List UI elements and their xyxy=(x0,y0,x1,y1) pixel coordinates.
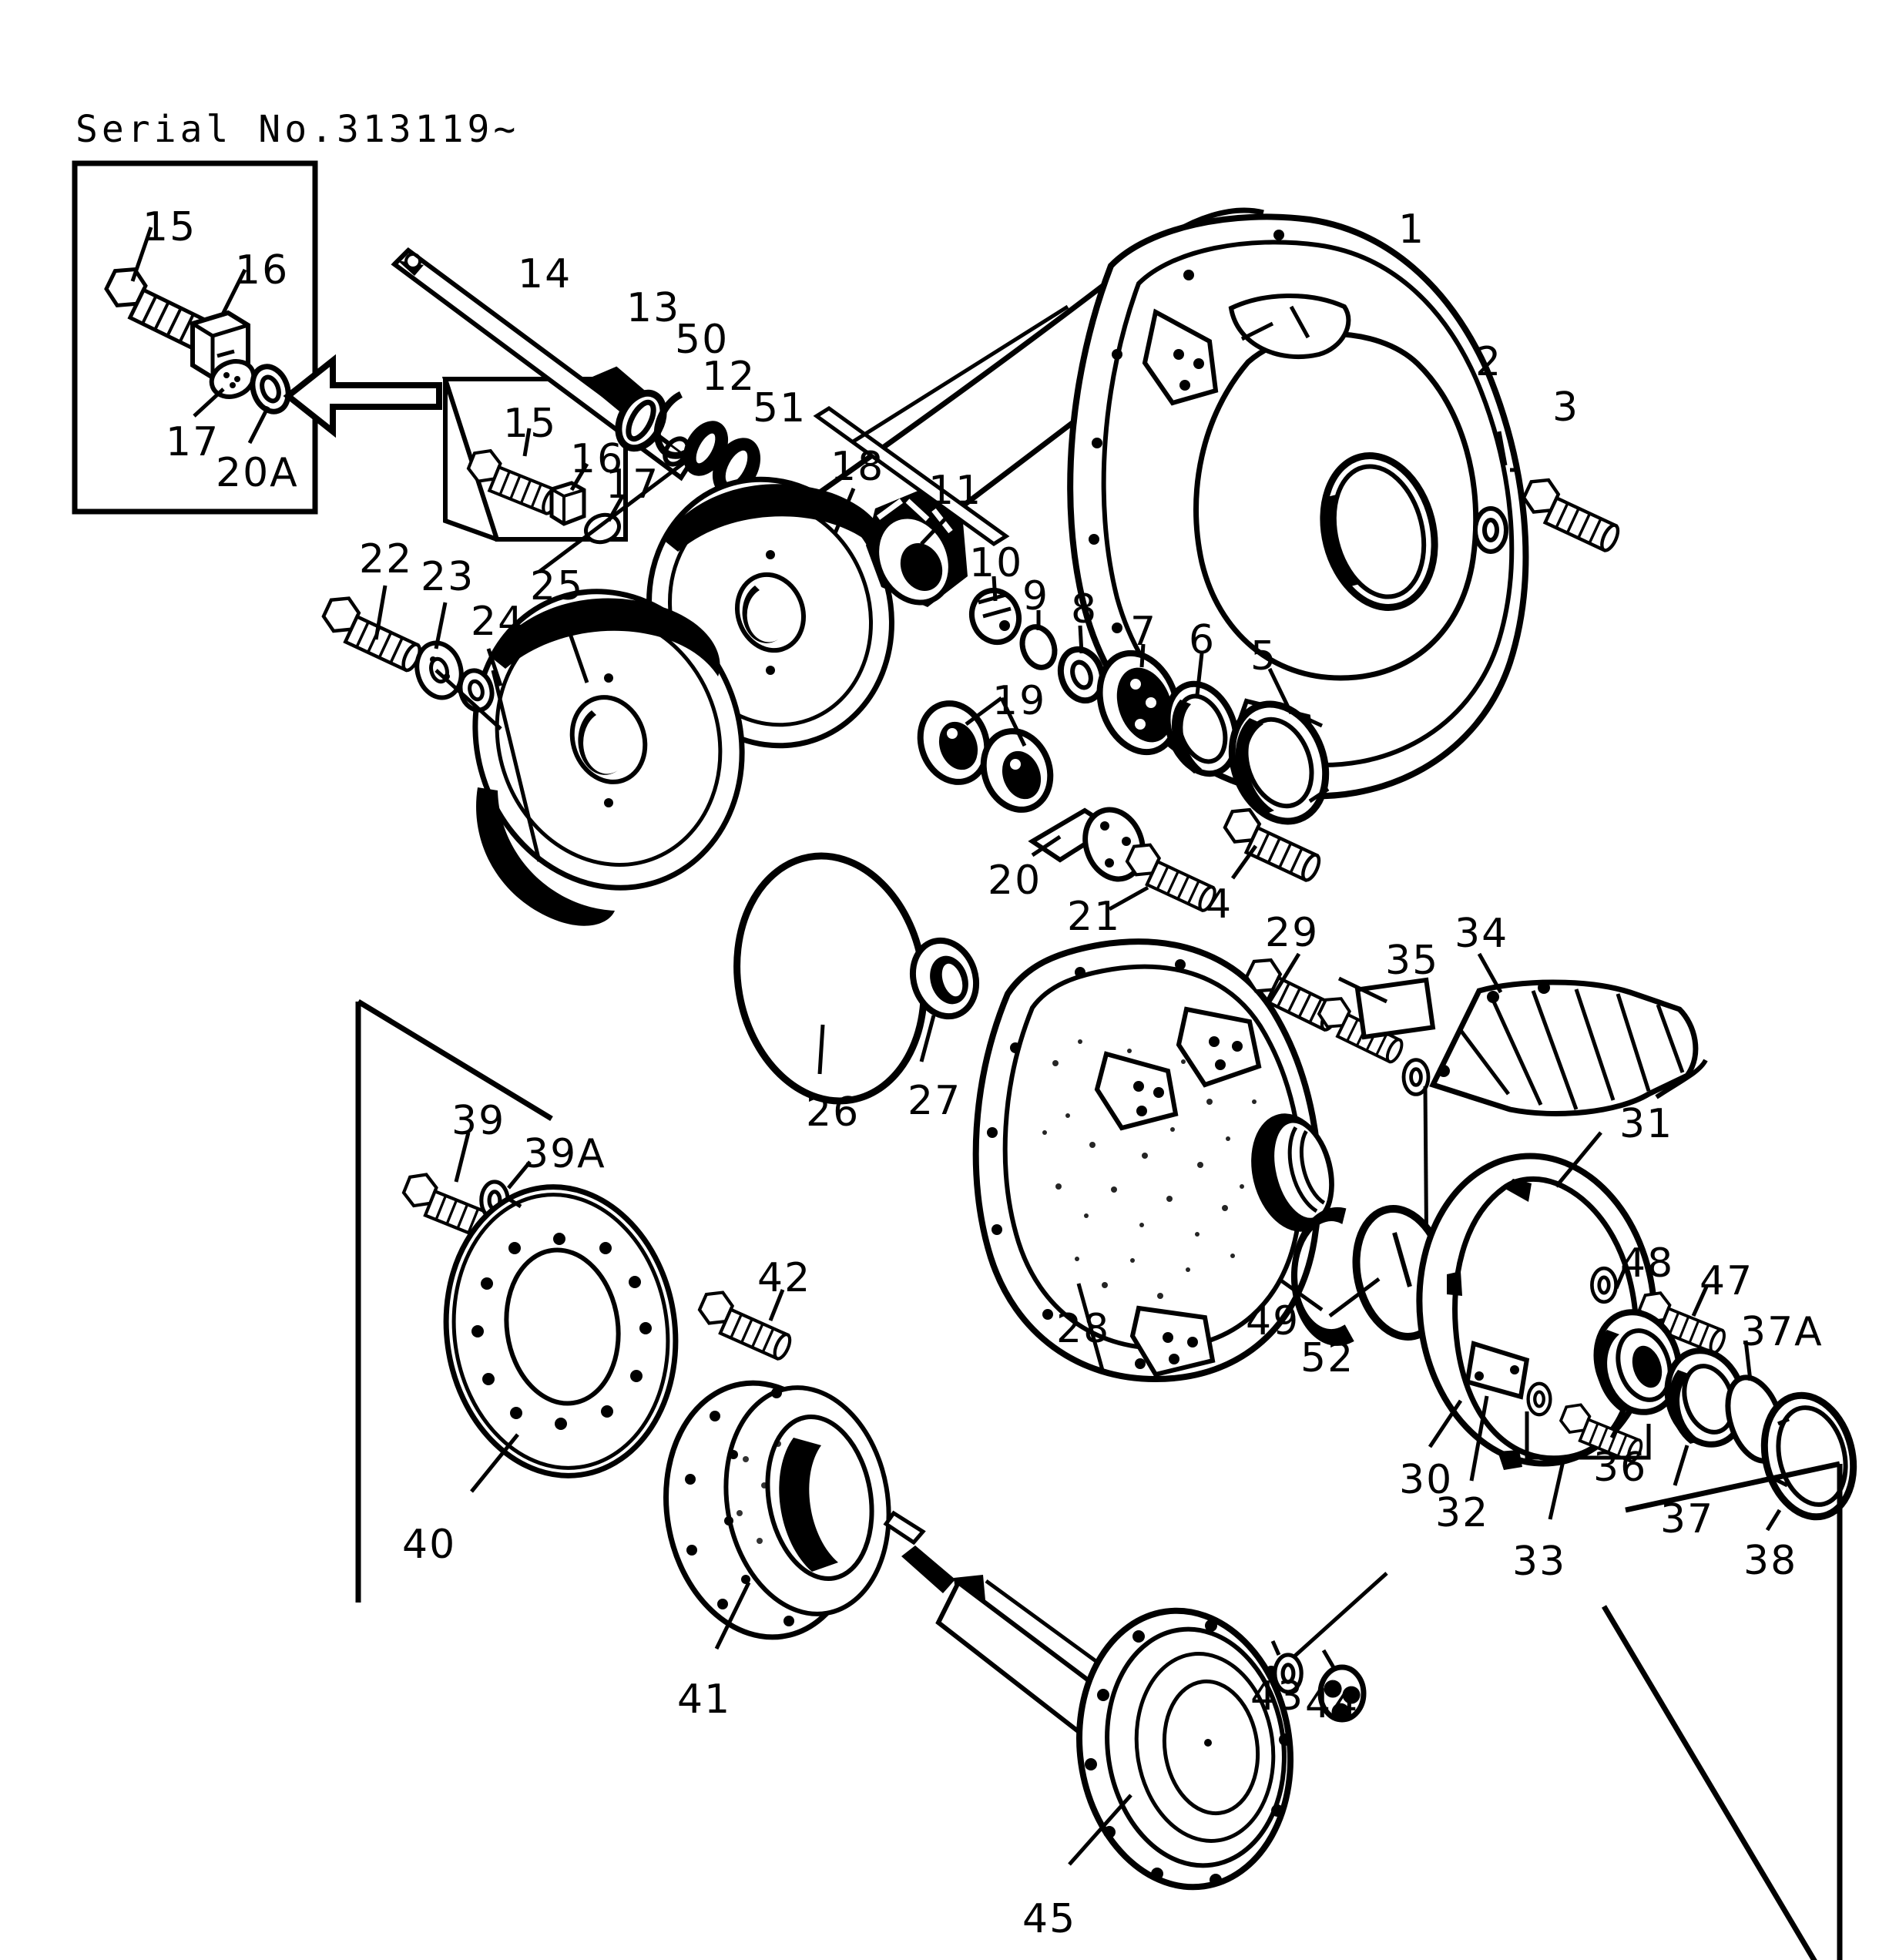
callout-21: 21 xyxy=(1067,894,1122,940)
part-2 xyxy=(1475,508,1506,552)
callout-42: 42 xyxy=(757,1255,812,1301)
part-8 xyxy=(1057,646,1106,704)
callout-32: 32 xyxy=(1435,1490,1490,1536)
callout-4: 4 xyxy=(1206,881,1233,928)
callout-1: 1 xyxy=(1398,206,1426,253)
callout-45: 45 xyxy=(1022,1896,1077,1942)
part-41 xyxy=(663,1380,891,1640)
part-3 xyxy=(1518,474,1627,552)
part-13 xyxy=(615,389,667,452)
callout-23: 23 xyxy=(421,554,475,600)
callout-3: 3 xyxy=(1552,384,1580,431)
callout-30: 30 xyxy=(1399,1457,1454,1503)
gear-25 xyxy=(472,589,745,926)
callout-22: 22 xyxy=(359,536,414,582)
callout-38: 38 xyxy=(1743,1538,1798,1584)
callout-48: 48 xyxy=(1620,1240,1675,1287)
callout-19: 19 xyxy=(992,678,1047,724)
callout-7: 7 xyxy=(1130,609,1158,655)
part-38 xyxy=(1760,1391,1857,1521)
callout-43: 43 xyxy=(1250,1673,1305,1720)
callout-2: 2 xyxy=(1475,339,1503,385)
serial-caption: Serial No.313119~ xyxy=(75,108,520,151)
callout-16: 16 xyxy=(235,247,290,294)
part-34 xyxy=(1429,979,1708,1116)
callout-16: 16 xyxy=(570,436,625,482)
callout-10: 10 xyxy=(969,540,1024,586)
callout-40: 40 xyxy=(402,1522,457,1568)
callout-27: 27 xyxy=(908,1078,962,1124)
part-27 xyxy=(909,937,980,1020)
part-48 xyxy=(1592,1268,1616,1302)
part-37 xyxy=(1664,1348,1747,1448)
callout-26: 26 xyxy=(806,1089,861,1136)
left-arrow xyxy=(283,354,442,438)
part-45 xyxy=(883,1510,1293,1891)
part-6 xyxy=(1164,680,1240,777)
callout-52: 52 xyxy=(1300,1335,1355,1381)
callout-39: 39 xyxy=(451,1098,506,1144)
part-33-washer xyxy=(1528,1384,1551,1415)
callout-44: 44 xyxy=(1305,1681,1360,1727)
callout-12: 12 xyxy=(702,354,757,400)
callout-33: 33 xyxy=(1512,1539,1567,1585)
callout-37: 37 xyxy=(1660,1496,1715,1542)
callout-15: 15 xyxy=(143,204,197,250)
gear-18 xyxy=(646,476,894,749)
part-5 xyxy=(1228,700,1330,825)
callout-15: 15 xyxy=(503,401,558,447)
callout-28: 28 xyxy=(1056,1306,1111,1352)
callout-34: 34 xyxy=(1455,911,1509,957)
callout-5: 5 xyxy=(1250,633,1278,680)
callout-37a: 37A xyxy=(1740,1309,1824,1355)
callout-50: 50 xyxy=(675,317,730,363)
callout-9: 9 xyxy=(1022,573,1050,619)
callout-39a: 39A xyxy=(523,1131,606,1177)
callout-20a: 20A xyxy=(216,450,299,496)
callout-17: 17 xyxy=(606,461,660,508)
callout-11: 11 xyxy=(928,468,983,514)
part-50 xyxy=(653,391,687,459)
part-10 xyxy=(969,587,1022,646)
part-7 xyxy=(1096,649,1181,756)
part-26 xyxy=(733,852,928,1105)
callout-20: 20 xyxy=(988,858,1042,904)
hub-11 xyxy=(866,490,968,607)
part-22 xyxy=(317,592,428,673)
part-36 xyxy=(1593,1309,1683,1415)
axle-housing-1 xyxy=(1067,213,1529,800)
callout-41: 41 xyxy=(677,1676,732,1723)
part-32 xyxy=(1465,1341,1530,1400)
callout-35: 35 xyxy=(1385,938,1440,984)
part-40 xyxy=(443,1184,679,1478)
callout-8: 8 xyxy=(1071,586,1099,633)
part-9 xyxy=(1019,624,1058,670)
callout-29: 29 xyxy=(1265,910,1320,956)
callout-36: 36 xyxy=(1593,1445,1648,1491)
callout-25: 25 xyxy=(530,563,585,609)
callout-18: 18 xyxy=(830,444,885,490)
inset-serial-box xyxy=(72,160,318,515)
callout-13: 13 xyxy=(626,285,681,331)
callout-14: 14 xyxy=(518,251,572,297)
callout-51: 51 xyxy=(753,385,807,431)
callout-31: 31 xyxy=(1619,1101,1674,1147)
callout-47: 47 xyxy=(1699,1258,1754,1304)
part-44 xyxy=(1317,1664,1367,1723)
callout-49: 49 xyxy=(1246,1298,1300,1344)
callout-24: 24 xyxy=(471,599,525,645)
part-28 xyxy=(972,938,1334,1383)
callout-6: 6 xyxy=(1189,617,1216,663)
part-49 xyxy=(1290,1207,1354,1346)
callout-17: 17 xyxy=(166,419,220,465)
